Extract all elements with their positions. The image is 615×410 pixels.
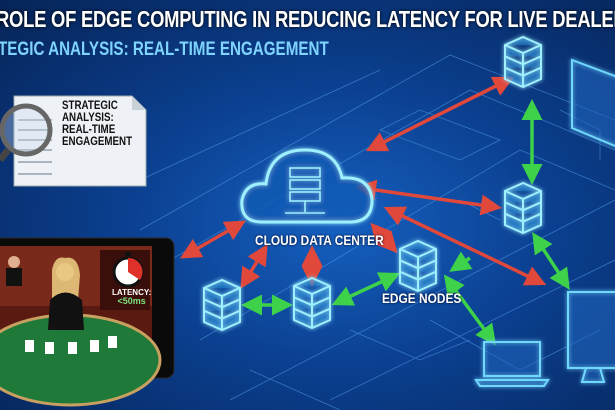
stopwatch-icon <box>112 252 144 288</box>
doc-line: REAL-TIME <box>62 124 116 136</box>
magnifier-icon <box>0 103 53 163</box>
monitor-icon <box>571 58 615 147</box>
device-icons <box>474 58 615 387</box>
page-title: ROLE OF EDGE COMPUTING IN REDUCING LATEN… <box>0 6 615 32</box>
laptop-icon <box>474 341 550 387</box>
edge-server-node-icon <box>399 239 437 293</box>
strategic-analysis-document <box>0 95 147 187</box>
edge-server-node-icon <box>293 276 331 330</box>
latency-readout: LATENCY:<50ms <box>112 288 151 306</box>
doc-line: ENGAGEMENT <box>62 136 133 148</box>
page-subtitle: TEGIC ANALYSIS: REAL-TIME ENGAGEMENT <box>0 39 329 60</box>
desktop-monitor-icon <box>567 291 615 383</box>
edge-server-node-icon <box>504 35 542 89</box>
cloud-links <box>179 76 547 289</box>
edge-server-node-icon <box>203 278 241 332</box>
second-dealer <box>6 256 22 286</box>
edge-server-node-icon <box>504 181 542 235</box>
document-text: STRATEGIC ANALYSIS: REAL-TIME ENGAGEMENT <box>62 100 139 148</box>
edge-nodes-label: EDGE NODES <box>382 290 462 306</box>
cloud-data-center-label: CLOUD DATA CENTER <box>255 232 384 248</box>
tablet-live-dealer <box>0 237 175 407</box>
cloud-data-center-icon <box>240 148 374 224</box>
latency-label: LATENCY: <box>112 288 152 297</box>
dealer <box>48 257 84 330</box>
doc-line: STRATEGIC <box>62 100 118 112</box>
latency-value: <50ms <box>117 296 146 306</box>
edge-links <box>241 99 570 346</box>
doc-line: ANALYSIS: <box>62 112 114 124</box>
